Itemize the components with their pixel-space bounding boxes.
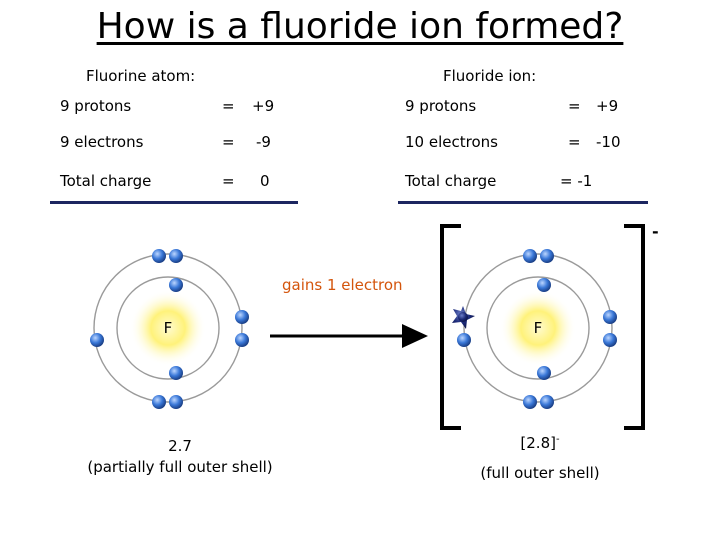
ion-protons-label: 9 protons [405,97,477,115]
atom-electrons-eq: = [222,133,235,151]
ion-protons-eq: = [568,97,581,115]
atom-outer-electron [169,249,183,263]
left-bracket [440,224,461,430]
atom-outer-shell [93,253,243,403]
ion-electrons-label: 10 electrons [405,133,498,151]
atom-protons-value: +9 [252,97,275,115]
atom-outer-electron [90,333,104,347]
ion-outer-electron [457,333,471,347]
ion-outer-shell [463,253,613,403]
atom-inner-electron [169,366,183,380]
page-title: How is a fluoride ion formed? [96,6,624,47]
atom-config: 2.7 [168,437,192,455]
atom-outer-electron [235,333,249,347]
atom-outer-electron [169,395,183,409]
atom-total-value: 0 [260,172,270,190]
ion-inner-shell [486,276,590,380]
ion-config-charge: - [555,434,560,445]
atom-nucleus-label: F [164,319,173,337]
reaction-arrow [270,324,428,348]
ion-config: [2.8] [520,434,556,452]
ion-outer-electron [540,395,554,409]
ion-brackets [440,224,645,430]
atom-outer-electron [152,395,166,409]
ion-outer-electron [523,249,537,263]
atom-total-eq: = [222,172,235,190]
fluoride-ion-heading: Fluoride ion: [443,67,537,85]
fluoride-ion-diagram: F [452,249,617,409]
ion-total-eq-value: = -1 [560,172,593,190]
ion-protons-value: +9 [596,97,619,115]
gained-electron-icon [452,306,475,329]
ion-outer-electron [603,310,617,324]
fluorine-atom-diagram: F [90,249,249,409]
atom-outer-electron [235,310,249,324]
atom-nucleus-glow [130,290,206,366]
atom-inner-electron [169,278,183,292]
atom-table-rule [50,201,298,204]
ion-outer-electron [523,395,537,409]
fluorine-atom-heading: Fluorine atom: [86,67,196,85]
ion-electrons-eq: = [568,133,581,151]
ion-inner-electron [537,366,551,380]
atom-electrons-label: 9 electrons [60,133,144,151]
atom-total-label: Total charge [60,172,152,190]
atom-protons-eq: = [222,97,235,115]
ion-table-rule [398,201,648,204]
ion-outer-electron [540,249,554,263]
right-bracket [624,224,645,430]
ion-total-label: Total charge [405,172,497,190]
atom-outer-electron [152,249,166,263]
atom-protons-label: 9 protons [60,97,132,115]
atom-inner-shell [116,276,220,380]
ion-nucleus-label: F [534,319,543,337]
ion-outer-electron [603,333,617,347]
ion-nucleus-glow [500,290,576,366]
ion-charge-superscript: - [652,222,659,241]
ion-config-wrapper: [2.8]- [470,434,610,452]
gains-electron-label: gains 1 electron [282,276,403,294]
ion-description: (full outer shell) [480,464,600,482]
atom-electrons-value: -9 [256,133,271,151]
ion-electrons-value: -10 [596,133,621,151]
atom-description: (partially full outer shell) [87,458,273,476]
ion-inner-electron [537,278,551,292]
